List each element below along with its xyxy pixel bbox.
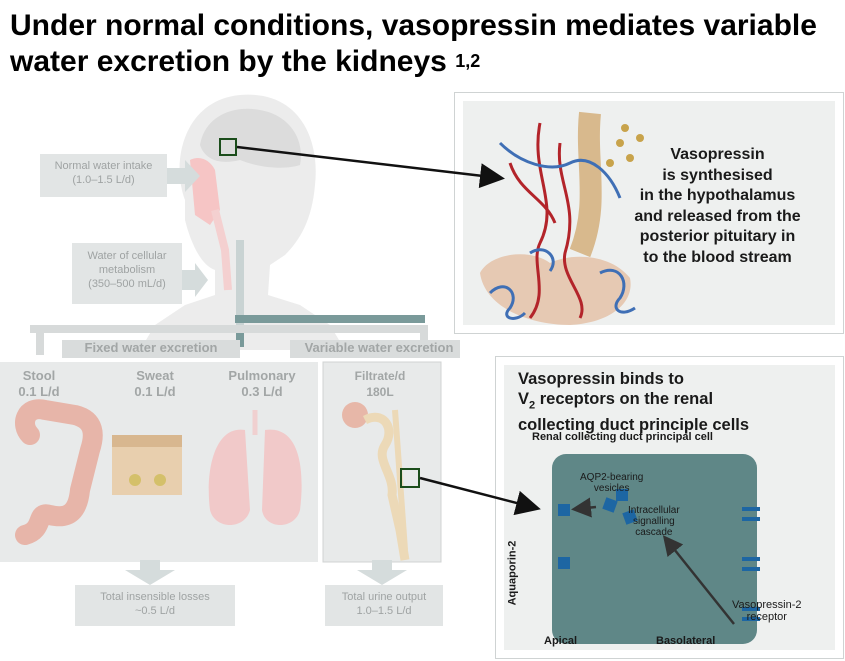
vaso-line-1: Vasopressin bbox=[670, 146, 765, 163]
heading-line-2-rest: receptors on the renal bbox=[535, 390, 714, 408]
kidney-marker bbox=[400, 468, 420, 488]
colon bbox=[15, 399, 103, 545]
pulmonary-name: Pulmonary bbox=[228, 368, 296, 383]
insensible-label: Total insensible losses bbox=[100, 591, 210, 603]
water-balance-diagram bbox=[0, 94, 460, 585]
stool-name: Stool bbox=[22, 368, 56, 383]
cascade-label: Intracellular signalling cascade bbox=[628, 505, 680, 538]
variable-excretion-header: Variable water excretion bbox=[304, 340, 454, 355]
vasopressin-description: Vasopressin is synthesised in the hypoth… bbox=[615, 145, 820, 268]
aqp2-line1: AQP2-bearing bbox=[580, 472, 644, 483]
normal-water-intake-box: Normal water intake (1.0–1.5 L/d) bbox=[40, 154, 167, 197]
urine-output-box: Total urine output 1.0–1.5 L/d bbox=[325, 585, 443, 626]
pulmonary-label: Pulmonary 0.3 L/d bbox=[222, 368, 302, 400]
pituitary-illustration bbox=[480, 111, 644, 325]
cell-title: Renal collecting duct principal cell bbox=[532, 431, 713, 443]
urine-label: Total urine output bbox=[341, 591, 427, 603]
receptor-label: Vasopressin-2 receptor bbox=[732, 599, 802, 623]
receptor-line2: receptor bbox=[746, 611, 787, 623]
apical-label: Apical bbox=[544, 635, 578, 647]
aquaporin-label: Aquaporin-2 bbox=[506, 540, 519, 606]
vaso-line-4: and released from the bbox=[634, 207, 801, 225]
vasopressin-panel: Vasopressin is synthesised in the hypoth… bbox=[455, 93, 843, 333]
red-vessel bbox=[528, 122, 549, 319]
insensible-losses-box: Total insensible losses ~0.5 L/d bbox=[75, 585, 235, 626]
insensible-value: ~0.5 L/d bbox=[134, 605, 176, 617]
principal-cell bbox=[552, 454, 757, 644]
hypothalamus-marker bbox=[219, 138, 237, 156]
receptor-heading: Vasopressin binds to V2 receptors on the… bbox=[518, 369, 838, 435]
title-superscript: 1,2 bbox=[455, 51, 481, 71]
cell-diagram bbox=[552, 454, 760, 644]
slide-title: Under normal conditions, vasopressin med… bbox=[10, 8, 840, 83]
throat bbox=[211, 209, 232, 291]
cascade-line1: Intracellular bbox=[628, 505, 680, 516]
cascade-line3: cascade bbox=[635, 527, 673, 538]
metabolism-line2: metabolism bbox=[98, 264, 156, 276]
aqp2-channel-membrane bbox=[558, 504, 570, 569]
metabolism-value: (350–500 mL/d) bbox=[88, 278, 166, 290]
sweat-label: Sweat 0.1 L/d bbox=[120, 368, 190, 400]
basolateral-label: Basolateral bbox=[656, 635, 716, 647]
fixed-excretion-header: Fixed water excretion bbox=[84, 340, 218, 355]
blue-vessel bbox=[498, 141, 622, 199]
cellular-metabolism-box: Water of cellular metabolism (350–500 mL… bbox=[72, 243, 182, 304]
v-letter: V bbox=[518, 390, 530, 408]
glomerulus bbox=[342, 402, 368, 428]
filtrate-value: 180L bbox=[366, 385, 394, 399]
cascade-line2: signalling bbox=[633, 516, 675, 527]
stool-value: 0.1 L/d bbox=[18, 384, 60, 399]
vaso-line-6: to the blood stream bbox=[643, 248, 792, 266]
intake-label: Normal water intake bbox=[54, 160, 153, 172]
vaso-line-2: is synthesised bbox=[662, 166, 773, 184]
heading-line-3: collecting duct principle cells bbox=[518, 416, 750, 435]
sweat-value: 0.1 L/d bbox=[134, 384, 176, 399]
heading-line-2: V2 receptors on the renal bbox=[518, 389, 838, 415]
sweat-name: Sweat bbox=[136, 368, 174, 383]
stool-label: Stool 0.1 L/d bbox=[4, 368, 74, 400]
nephron-tubule bbox=[362, 413, 410, 561]
aqp2-label: AQP2-bearing vesicles bbox=[580, 472, 643, 494]
metabolism-line1: Water of cellular bbox=[87, 250, 167, 262]
lungs bbox=[208, 429, 302, 525]
v2-receptors bbox=[742, 507, 760, 621]
filtrate-name: Filtrate/d bbox=[354, 369, 406, 383]
v-subscript: 2 bbox=[529, 399, 536, 412]
vaso-line-3: in the hypothalamus bbox=[639, 187, 796, 204]
receptor-line1: Vasopressin-2 bbox=[732, 599, 802, 611]
urine-value: 1.0–1.5 L/d bbox=[356, 605, 412, 617]
receptor-panel: Vasopressin binds to V2 receptors on the… bbox=[496, 357, 843, 658]
pulmonary-value: 0.3 L/d bbox=[241, 384, 283, 399]
filtrate-label: Filtrate/d 180L bbox=[330, 368, 430, 400]
aqp2-vesicles bbox=[602, 489, 638, 525]
aqp2-line2: vesicles bbox=[593, 483, 630, 494]
vaso-line-5: posterior pituitary in bbox=[639, 228, 796, 245]
intake-value: (1.0–1.5 L/d) bbox=[72, 174, 135, 186]
title-text: Under normal conditions, vasopressin med… bbox=[10, 9, 817, 78]
heading-line-1: Vasopressin binds to bbox=[518, 370, 684, 388]
